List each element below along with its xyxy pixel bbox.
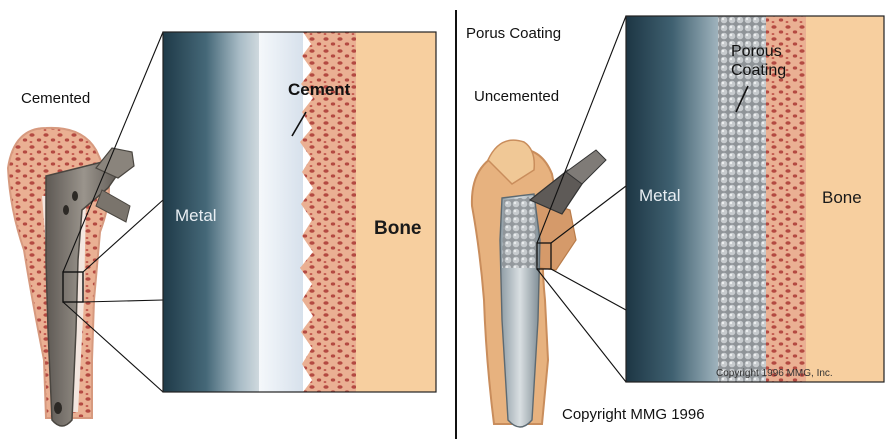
label-bone-right: Bone <box>822 188 862 208</box>
right-porous-region <box>502 196 538 268</box>
label-cemented: Cemented <box>21 90 90 107</box>
label-metal-left: Metal <box>175 206 217 226</box>
label-cement: Cement <box>288 80 350 100</box>
label-uncemented: Uncemented <box>474 88 559 105</box>
inset-copyright: Copyright 1996 MMG, Inc. <box>716 368 833 379</box>
copyright-text: Copyright MMG 1996 <box>562 406 705 423</box>
left-stem-hole <box>63 205 69 215</box>
label-metal-right: Metal <box>639 186 681 206</box>
label-porus-coating: Porus Coating <box>466 25 561 42</box>
left-stem-hole <box>54 402 62 414</box>
label-bone-left: Bone <box>374 218 422 240</box>
left-stem-hole <box>72 191 78 201</box>
label-porous-coating: Porous Coating <box>731 42 815 80</box>
